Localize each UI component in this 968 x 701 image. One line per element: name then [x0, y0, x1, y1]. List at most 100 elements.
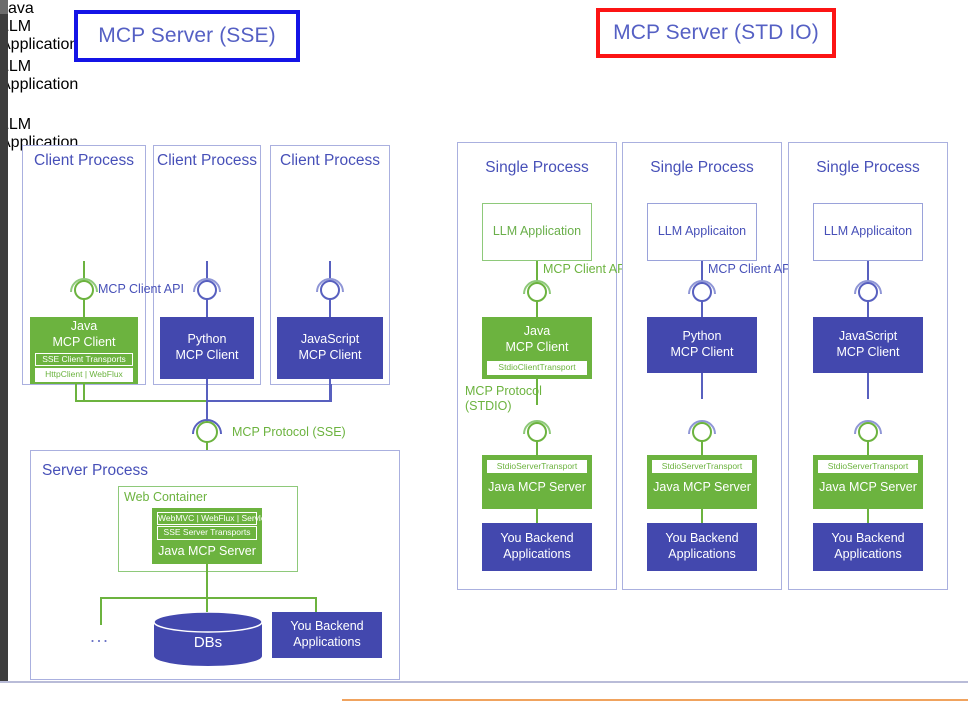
backend-applications-box-line: Applications — [668, 547, 736, 561]
title-mcp-server-sse-label: MCP Server (SSE) — [98, 24, 276, 47]
backend-applications-box-line: You Backend — [290, 619, 364, 634]
mcp-client-box-line: MCP Client — [836, 345, 900, 359]
single-process-title: Single Process — [650, 159, 754, 176]
connector-line — [536, 261, 538, 283]
mcp-client-box-line: JavaScript — [300, 332, 360, 347]
database-cylinder: DBs — [152, 611, 264, 666]
llm-application-box: LLM Application — [0, 58, 94, 116]
bottom-orange-accent — [342, 699, 968, 701]
backend-applications-box-line: Applications — [503, 547, 571, 561]
connector-line — [83, 299, 85, 317]
mcp-client-box-line: MCP Client — [298, 348, 362, 362]
connector-line — [536, 301, 538, 317]
database-cylinder-label: DBs — [193, 634, 223, 651]
socket-connector-icon — [853, 417, 883, 447]
backend-applications-box-line: Applications — [834, 547, 902, 561]
connector-line — [206, 261, 208, 287]
connector-line — [536, 441, 538, 455]
connector-line — [330, 384, 332, 402]
backend-applications-box-line: You Backend — [500, 531, 574, 546]
mcp-client-box-line: Python — [682, 329, 722, 344]
connector-line — [100, 597, 102, 625]
connector-line — [867, 301, 869, 317]
title-mcp-server-stdio: MCP Server (STD IO) — [596, 8, 836, 58]
java-mcp-server-box-strip: WebMVC | WebFlux | Servlet — [157, 512, 268, 526]
mcp-client-api-label: MCP Client API — [543, 262, 629, 276]
client-process-title: Client Process — [280, 152, 380, 169]
web-container-title: Web Container — [124, 490, 208, 504]
socket-connector-icon — [522, 417, 552, 447]
title-mcp-server-stdio-label: MCP Server (STD IO) — [613, 21, 819, 44]
java-mcp-server-box-line: Java MCP Server — [158, 543, 256, 558]
mcp-client-api-label: MCP Client API — [98, 282, 184, 296]
connector-line — [867, 441, 869, 455]
title-mcp-server-sse: MCP Server (SSE) — [74, 10, 300, 62]
mcp-client-box-line: MCP Client — [505, 339, 569, 354]
java-mcp-server-box-line: Java MCP Server — [653, 480, 751, 495]
mcp-protocol-sse-label: MCP Protocol (SSE) — [232, 425, 346, 439]
socket-connector-icon — [853, 277, 883, 307]
java-mcp-server-box-strip: StdioServerTransport — [487, 460, 587, 474]
llm-application-box-line: LLM Applicaiton — [823, 224, 913, 239]
llm-application-box: LLM Applicaiton — [647, 203, 757, 261]
socket-connector-icon — [522, 277, 552, 307]
connector-line — [207, 400, 331, 402]
window-left-edge — [0, 0, 8, 681]
llm-application-box-line: LLM Application — [492, 224, 582, 239]
connector-line — [536, 379, 538, 405]
ellipsis-label: ... — [90, 626, 110, 646]
connector-line — [701, 441, 703, 455]
connector-line — [329, 299, 331, 317]
mcp-client-api-label: MCP Client API — [708, 262, 794, 276]
single-process-title: Single Process — [485, 159, 589, 176]
mcp-client-box-strip: StdioClientTransport — [487, 361, 587, 375]
backend-applications-box-line: You Backend — [665, 531, 739, 546]
connector-line — [701, 509, 703, 523]
client-process-title: Client Process — [157, 152, 257, 169]
bottom-strip — [0, 683, 968, 701]
llm-application-box-line: LLM Applicaiton — [657, 224, 747, 239]
connector-line — [75, 384, 77, 402]
server-process-title: Server Process — [42, 462, 148, 479]
llm-application-box-line: Java — [0, 0, 34, 17]
mcp-client-box-line: Java — [70, 319, 98, 334]
bottom-rule — [0, 681, 968, 683]
llm-application-box: LLM Applicaiton — [813, 203, 923, 261]
connector-line — [100, 597, 316, 599]
llm-application-box: LLM Application — [482, 203, 592, 261]
mcp-protocol-stdio-label: MCP Protocol — [465, 384, 542, 398]
mcp-client-box-line: JavaScript — [838, 329, 898, 344]
connector-line — [83, 261, 85, 287]
mcp-client-box-line: MCP Client — [52, 335, 116, 350]
connector-line — [329, 261, 331, 287]
mcp-client-box-line: Python — [187, 332, 227, 347]
connector-line — [206, 384, 208, 402]
mcp-client-box-line: Java — [523, 324, 551, 338]
connector-line — [206, 400, 208, 422]
connector-line — [867, 373, 869, 399]
window-left-edge-handle — [0, 0, 8, 14]
backend-applications-box-line: You Backend — [831, 531, 905, 546]
llm-application-box-line: LLM Application — [0, 58, 79, 93]
mcp-client-box-line: MCP Client — [175, 348, 239, 362]
single-process-title: Single Process — [816, 159, 920, 176]
java-mcp-server-box-strip: StdioServerTransport — [818, 460, 918, 474]
java-mcp-server-box-strip: StdioServerTransport — [652, 460, 752, 474]
connector-line — [75, 400, 207, 402]
java-mcp-server-box-line: Java MCP Server — [488, 480, 586, 495]
connector-line — [701, 301, 703, 317]
socket-connector-icon — [192, 275, 222, 305]
connector-line — [701, 261, 703, 283]
